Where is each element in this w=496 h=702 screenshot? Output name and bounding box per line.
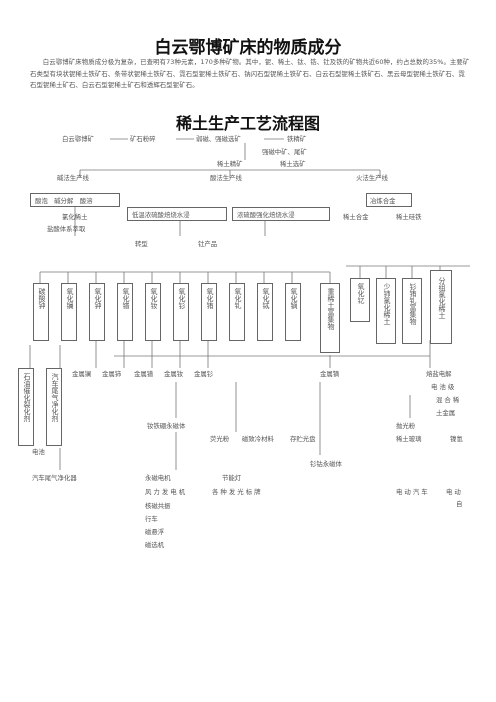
intro-paragraph: 白云鄂博矿床物质成分极为复杂，已查明有73种元素，170多种矿物。其中，铌、稀土… [30,58,470,89]
alkali-method-label: 碱法生产线 [57,174,89,182]
iron-concentrate-label: 铁精矿 [287,135,307,143]
chloride-label: 氯化稀土 [62,213,88,221]
battery-grade-label: 电 池 级 [431,383,455,391]
sm-eu-gd-enriched-box: 钐铕钆富集物 [402,278,422,344]
compound-box-8: 氧化钆 [229,283,245,341]
ndfeb-label: 钕铁硼永磁体 [147,422,186,430]
nih-label: 镍氢 [450,435,463,443]
acid-high-temp-box: 浓硫酸强化焙烧水浸 [232,207,330,221]
ev-label: 电 动 汽 车 [396,488,428,496]
ore-label: 白云鄂博矿 [62,135,94,143]
flow-title: 稀土生产工艺流程图 [175,114,320,133]
displays-label: 各 种 发 光 标 牌 [212,488,261,496]
separation-label: 弱磁、强磁选矿 [196,135,241,143]
re-dressing-label: 稀土选矿 [280,160,306,168]
auto-catalyst-box: 汽车尾气净化剂 [46,368,62,446]
heavy-re-enriched-box: 重稀土富集物 [320,283,340,353]
metal-nd: 金属钕 [164,370,184,378]
polish-label: 抛光粉 [396,422,416,430]
compound-box-5: 氧化钕 [145,283,161,341]
re-si-iron-label: 稀土硅铁 [396,213,422,221]
electrolysis-label: 熔盐电解 [426,370,452,378]
re-alloy-label: 稀土合金 [343,213,369,221]
mri-label: 核磁共振 [145,502,171,510]
acid-method-label: 酸法生产线 [210,174,242,182]
smelt-alloy-box: 冶炼合金 [366,193,412,207]
bike-label: 自 [456,500,463,508]
fire-method-label: 火法生产线 [356,174,388,182]
acid-low-temp-box: 低温浓硫酸焙烧水浸 [127,207,227,221]
compound-box-7: 氧化铕 [201,283,217,341]
storage-label: 存贮光盘 [290,435,316,443]
magnetic-fridge-label: 磁致冷材料 [242,435,274,443]
transform-label: 转型 [135,240,148,248]
compound-box-6: 氧化钐 [173,283,189,341]
battery-label: 电池 [32,448,45,456]
compound-box-3: 氧化钟 [89,283,105,341]
page-title: 白云鄂博矿床的物质成分 [154,38,342,58]
compound-box-2: 氧化镧 [61,283,77,341]
smco-label: 钐钴永磁体 [310,460,342,468]
compound-box-10: 氧化镝 [285,283,301,341]
metal-pr: 金属镨 [134,370,154,378]
re-glass-label: 稀土玻璃 [396,435,422,443]
petroleum-catalyst-box: 石油催化裂化剂 [18,368,34,446]
ore-powder-label: 矿石粉碎 [130,135,156,143]
maglev-label: 磁悬浮 [145,528,165,536]
ebike-label: 电 动 [446,488,461,496]
auto-purifier-label: 汽车尾气净化器 [32,474,77,482]
metal-dy: 金属镝 [320,370,340,378]
energy-lamp-label: 节能灯 [222,474,242,482]
train-label: 行车 [145,515,158,523]
yttrium-oxide-box: 氧化钇 [350,278,370,322]
permanent-motor-label: 永磁电机 [145,474,171,482]
phosphor-label: 荧光粉 [210,435,230,443]
compound-box-4: 氧化镨 [117,283,133,341]
metal-ce: 金属铈 [102,370,122,378]
metal-la: 金属镧 [72,370,92,378]
re-concentrate-label: 稀土精矿 [217,160,243,168]
extraction-label: 盐酸体系萃取 [47,225,86,233]
compound-box-1: 碳酸钟 [33,283,49,341]
thorium-product-label: 钍产品 [198,240,218,248]
middling-label: 强磁中矿、尾矿 [262,148,307,156]
compound-box-9: 氧化铽 [257,283,273,341]
alkali-process-box: 酸泡 碱分解 酸溶 [30,193,120,207]
metal-sm: 金属钐 [194,370,214,378]
mixed-label: 混 合 稀 [436,396,460,404]
low-ce-chloride-box: 少铈氯化稀土 [376,278,396,344]
wind-generator-label: 风 力 发 电 机 [145,488,186,496]
grouped-chloride-box: 分组氯化稀土 [430,270,452,344]
mag-separator-label: 磁选机 [145,541,165,549]
earth-metal-label: 土金属 [436,409,456,417]
